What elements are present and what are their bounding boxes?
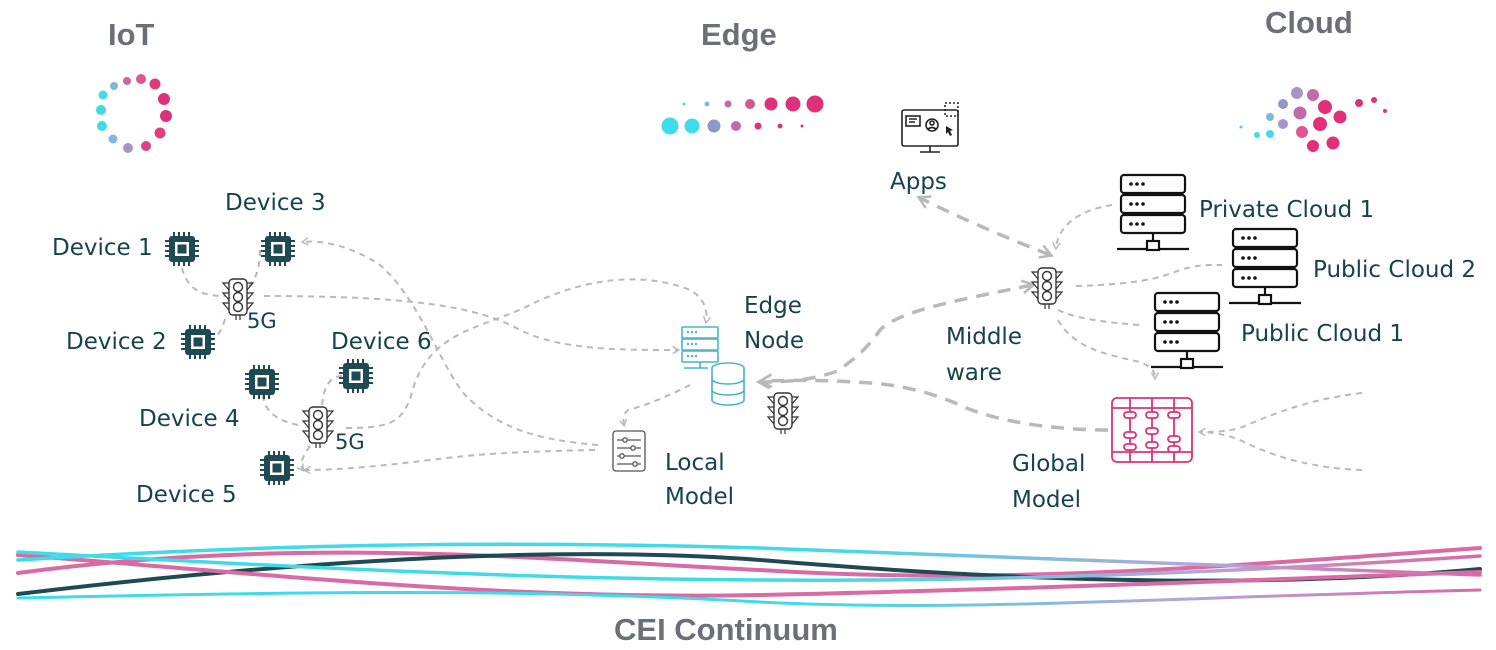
local-model-label-line1: Local (665, 450, 725, 476)
cei-continuum-title: CEI Continuum (614, 612, 838, 647)
device-3-chip-icon (260, 231, 296, 267)
edge-node-label-line1: Edge (744, 293, 802, 319)
thick-connectors (755, 195, 1109, 432)
edge-node-database-icon (711, 362, 745, 406)
5g-label-1: 5G (247, 309, 277, 333)
private-cloud-1-server-icon (1115, 173, 1191, 252)
iot-dots-logo (96, 74, 172, 153)
device-3-label: Device 3 (225, 190, 326, 216)
5g-label-2: 5G (335, 430, 365, 454)
public-cloud-1-label: Public Cloud 1 (1241, 321, 1405, 347)
app-monitor-icon (901, 102, 959, 153)
local-model-icon (612, 430, 646, 472)
device-4-chip-icon (244, 364, 280, 400)
edge-traffic-light-icon (767, 392, 799, 435)
device-1-chip-icon (164, 231, 200, 267)
device-2-chip-icon (180, 324, 216, 360)
global-model-label-line2: Model (1012, 487, 1082, 513)
iot-5g-hub-2-traffic-light-icon (302, 406, 334, 449)
public-cloud-2-server-icon (1227, 227, 1303, 306)
device-4-label: Device 4 (139, 406, 240, 432)
global-model-label-line1: Global (1012, 451, 1086, 477)
apps-label: Apps (890, 169, 947, 195)
middleware-label-line2: ware (946, 360, 1003, 386)
device-6-chip-icon (338, 358, 374, 394)
cloud-header: Cloud (1265, 5, 1353, 40)
public-cloud-1-server-icon (1149, 291, 1225, 370)
public-cloud-2-label: Public Cloud 2 (1313, 257, 1477, 283)
middleware-label-line1: Middle (946, 324, 1022, 350)
local-model-label-line2: Model (665, 484, 735, 510)
device-2-label: Device 2 (66, 329, 167, 355)
federated-model-icon (1111, 397, 1193, 463)
private-cloud-1-label: Private Cloud 1 (1199, 197, 1375, 223)
device-1-label: Device 1 (52, 235, 153, 261)
device-6-label: Device 6 (331, 329, 432, 355)
thin-connectors (181, 204, 1363, 475)
edge-dots-logo (661, 95, 824, 135)
middleware-traffic-light-icon (1031, 267, 1063, 310)
edge-node-server-icon (681, 326, 719, 369)
device-5-chip-icon (259, 450, 295, 486)
continuum-waves (16, 542, 1482, 607)
cloud-dots-logo (1239, 87, 1387, 152)
device-5-label: Device 5 (136, 482, 237, 508)
edge-header: Edge (701, 17, 777, 52)
iot-header: IoT (108, 17, 155, 52)
edge-node-label-line2: Node (744, 328, 805, 354)
